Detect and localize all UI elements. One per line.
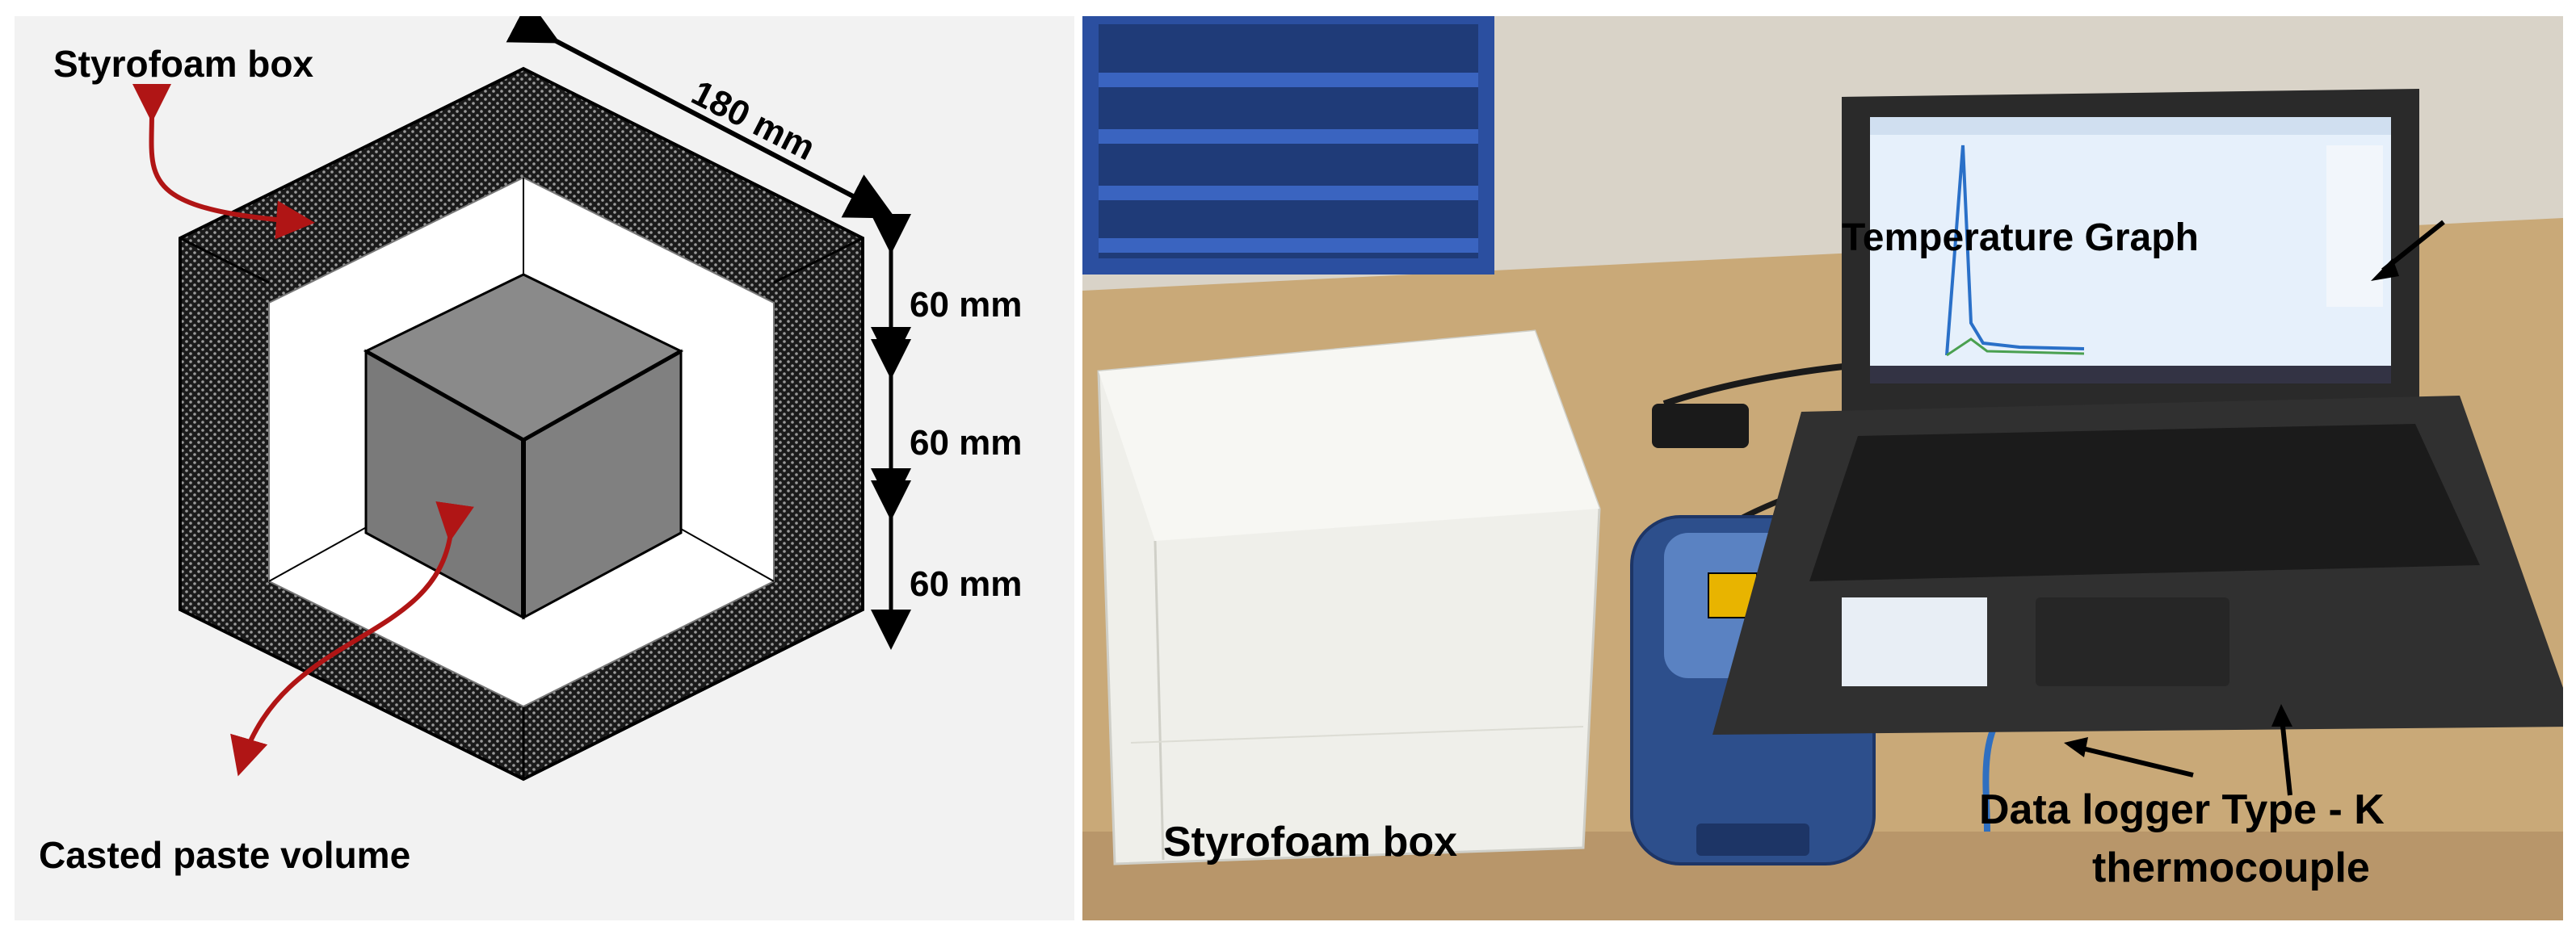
desk-front-edge xyxy=(1082,832,2563,920)
styrofoam-pointer-arrow xyxy=(132,83,315,240)
layer-1-label: 60 mm xyxy=(910,285,1022,325)
laptop-photo xyxy=(1712,89,2563,735)
schematic-svg: 180 mm 60 mm 60 mm 60 mm Styrofoam box C… xyxy=(39,16,1022,876)
cube-edge xyxy=(364,349,525,442)
laptop-screen xyxy=(1870,117,2391,383)
box-edge xyxy=(773,237,864,284)
layer-3-label: 60 mm xyxy=(910,564,1022,604)
temperature-curve xyxy=(1945,145,2085,356)
power-adapter xyxy=(1652,404,1749,448)
temperature-curve xyxy=(1946,337,2085,357)
schematic-panel: 180 mm 60 mm 60 mm 60 mm Styrofoam box C… xyxy=(15,16,1074,920)
temperature-graph-label: Temperature Graph xyxy=(1842,216,2199,259)
styrofoam-photo-arrow xyxy=(2280,718,2292,796)
layer-2-label: 60 mm xyxy=(910,423,1022,463)
laptop-sticker xyxy=(1842,597,1987,686)
data-logger-arrow xyxy=(2075,744,2194,777)
casted-paste-volume-label: Casted paste volume xyxy=(39,834,410,876)
box-edge xyxy=(179,237,270,284)
photo-panel: Temperature Graph Styrofoam box Data log… xyxy=(1082,16,2563,920)
data-logger-label-line2: thermocouple xyxy=(2092,845,2370,891)
laptop-keyboard xyxy=(1809,424,2480,581)
styrofoam-box-label: Styrofoam box xyxy=(53,43,313,85)
outer-dimension-arrow xyxy=(506,16,896,219)
paste-pointer-arrow xyxy=(230,501,474,777)
styrofoam-box-photo xyxy=(1097,329,1601,865)
photo-svg: Temperature Graph Styrofoam box Data log… xyxy=(1082,16,2563,920)
laptop-touchpad xyxy=(2036,597,2229,686)
blue-shelf xyxy=(1082,16,1494,275)
cube-edge xyxy=(522,349,683,442)
data-logger-label-line1: Data logger Type - K xyxy=(1979,786,2385,833)
styrofoam-box-photo-label: Styrofoam box xyxy=(1163,819,1457,865)
